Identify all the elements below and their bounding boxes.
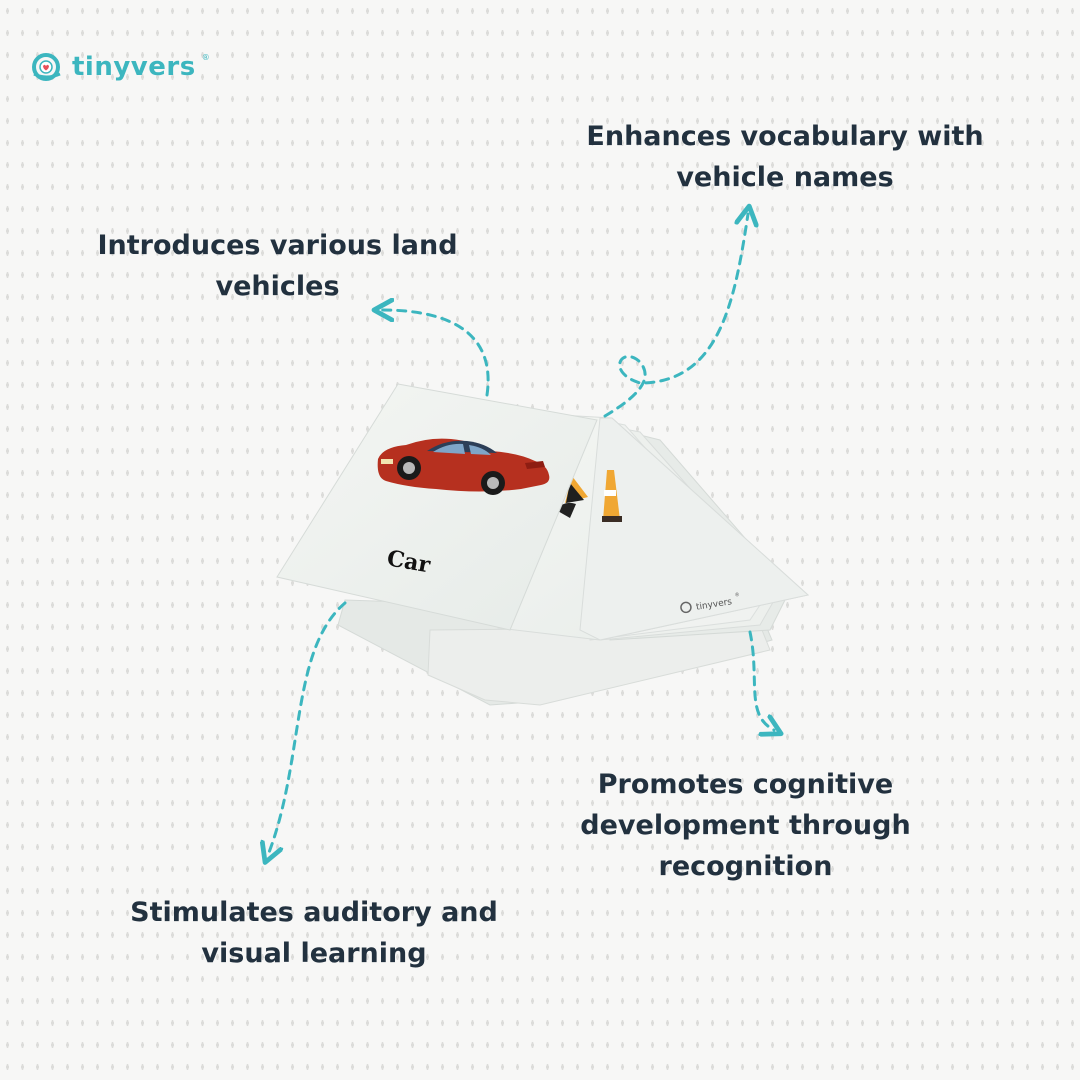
dashed-arrow-icon (603, 214, 748, 418)
feature-line: Introduces various land (97, 230, 458, 261)
car-illustration (377, 438, 550, 495)
feature-line: Enhances vocabulary with (586, 121, 984, 152)
feature-line: vehicle names (676, 162, 894, 193)
card-stack (337, 414, 810, 706)
feature-introduces-vehicles: Introduces various land vehicles (60, 225, 495, 307)
brand-logo: tinyvers ® (30, 52, 210, 82)
tinyvers-logo-icon (32, 53, 61, 81)
dashed-arrow-icon (748, 630, 774, 730)
feature-line: Stimulates auditory and (130, 897, 498, 928)
feature-auditory-visual-learning: Stimulates auditory and visual learning (100, 892, 528, 974)
feature-line: Promotes cognitive (597, 769, 894, 800)
card-registered-mark: ® (734, 591, 740, 599)
registered-mark: ® (201, 52, 210, 62)
dashed-arrow-icon (382, 310, 490, 397)
feature-line: visual learning (201, 938, 427, 969)
feature-line: vehicles (215, 271, 340, 302)
front-flashcard: Car (276, 383, 598, 631)
feature-cognitive-development: Promotes cognitive development through r… (548, 764, 943, 887)
feature-line: development through (580, 810, 911, 841)
dashed-arrow-icon (268, 601, 347, 855)
feature-line: recognition (658, 851, 833, 882)
brand-name: tinyvers (72, 52, 196, 82)
feature-enhances-vocabulary: Enhances vocabulary with vehicle names (555, 116, 1015, 198)
